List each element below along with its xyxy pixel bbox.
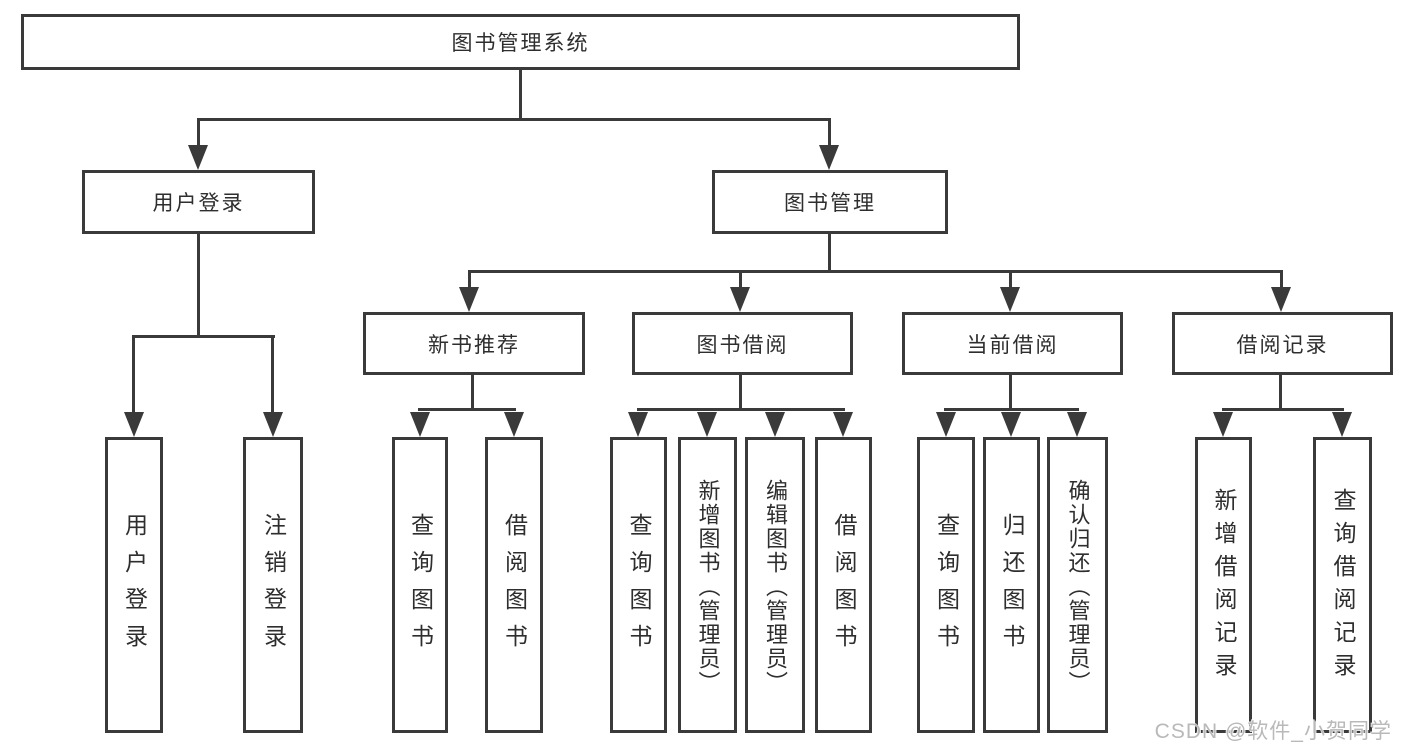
leaf-newbook-borrow-books: 借阅图书	[485, 437, 543, 733]
leaf-borrow-borrow-books: 借阅图书	[815, 437, 872, 733]
node-current-borrow: 当前借阅	[902, 312, 1123, 375]
connector-line	[1222, 408, 1344, 411]
node-new-book-recommend: 新书推荐	[363, 312, 585, 375]
connector-line	[468, 270, 1283, 273]
leaf-current-confirm-return-admin: 确认归还（管理员）	[1047, 437, 1108, 733]
connector-line	[1280, 273, 1283, 287]
connector-line	[418, 408, 516, 411]
connector-line	[1009, 273, 1012, 287]
arrow-down-icon	[410, 412, 430, 437]
leaf-logout: 注销登录	[243, 437, 303, 733]
arrow-down-icon	[697, 412, 717, 437]
arrow-down-icon	[1067, 412, 1087, 437]
connector-line	[468, 273, 471, 287]
connector-line	[637, 408, 845, 411]
arrow-down-icon	[263, 412, 283, 437]
arrow-down-icon	[1213, 412, 1233, 437]
leaf-current-query-books: 查询图书	[917, 437, 975, 733]
arrow-down-icon	[1271, 287, 1291, 312]
leaf-current-return-books: 归还图书	[983, 437, 1040, 733]
leaf-newbook-query-books: 查询图书	[392, 437, 448, 733]
connector-line	[197, 234, 200, 335]
arrow-down-icon	[504, 412, 524, 437]
connector-line	[471, 375, 474, 408]
connector-line	[271, 338, 274, 412]
arrow-down-icon	[1332, 412, 1352, 437]
connector-line	[739, 375, 742, 408]
connector-line	[828, 121, 831, 145]
arrow-down-icon	[459, 287, 479, 312]
arrow-down-icon	[730, 287, 750, 312]
connector-line	[197, 118, 831, 121]
node-library-system: 图书管理系统	[21, 14, 1020, 70]
connector-line	[828, 234, 831, 270]
arrow-down-icon	[765, 412, 785, 437]
arrow-down-icon	[628, 412, 648, 437]
arrow-down-icon	[833, 412, 853, 437]
connector-line	[132, 335, 275, 338]
leaf-borrow-add-books-admin: 新增图书（管理员）	[678, 437, 737, 733]
arrow-down-icon	[1001, 412, 1021, 437]
connector-line	[1009, 375, 1012, 408]
arrow-down-icon	[188, 145, 208, 170]
leaf-borrow-query-books: 查询图书	[610, 437, 667, 733]
node-user-login: 用户登录	[82, 170, 315, 234]
connector-line	[519, 70, 522, 118]
leaf-records-query-record: 查询借阅记录	[1313, 437, 1372, 733]
watermark: CSDN @软件_小贺同学	[1154, 720, 1392, 743]
connector-line	[197, 121, 200, 145]
node-book-management: 图书管理	[712, 170, 948, 234]
node-book-borrow: 图书借阅	[632, 312, 853, 375]
leaf-borrow-edit-books-admin: 编辑图书（管理员）	[745, 437, 805, 733]
connector-line	[1279, 375, 1282, 408]
leaf-user-login: 用户登录	[105, 437, 163, 733]
node-borrow-records: 借阅记录	[1172, 312, 1393, 375]
arrow-down-icon	[936, 412, 956, 437]
arrow-down-icon	[124, 412, 144, 437]
leaf-records-add-record: 新增借阅记录	[1195, 437, 1252, 733]
connector-line	[132, 338, 135, 412]
arrow-down-icon	[1000, 287, 1020, 312]
connector-line	[944, 408, 1079, 411]
arrow-down-icon	[819, 145, 839, 170]
connector-line	[739, 273, 742, 287]
